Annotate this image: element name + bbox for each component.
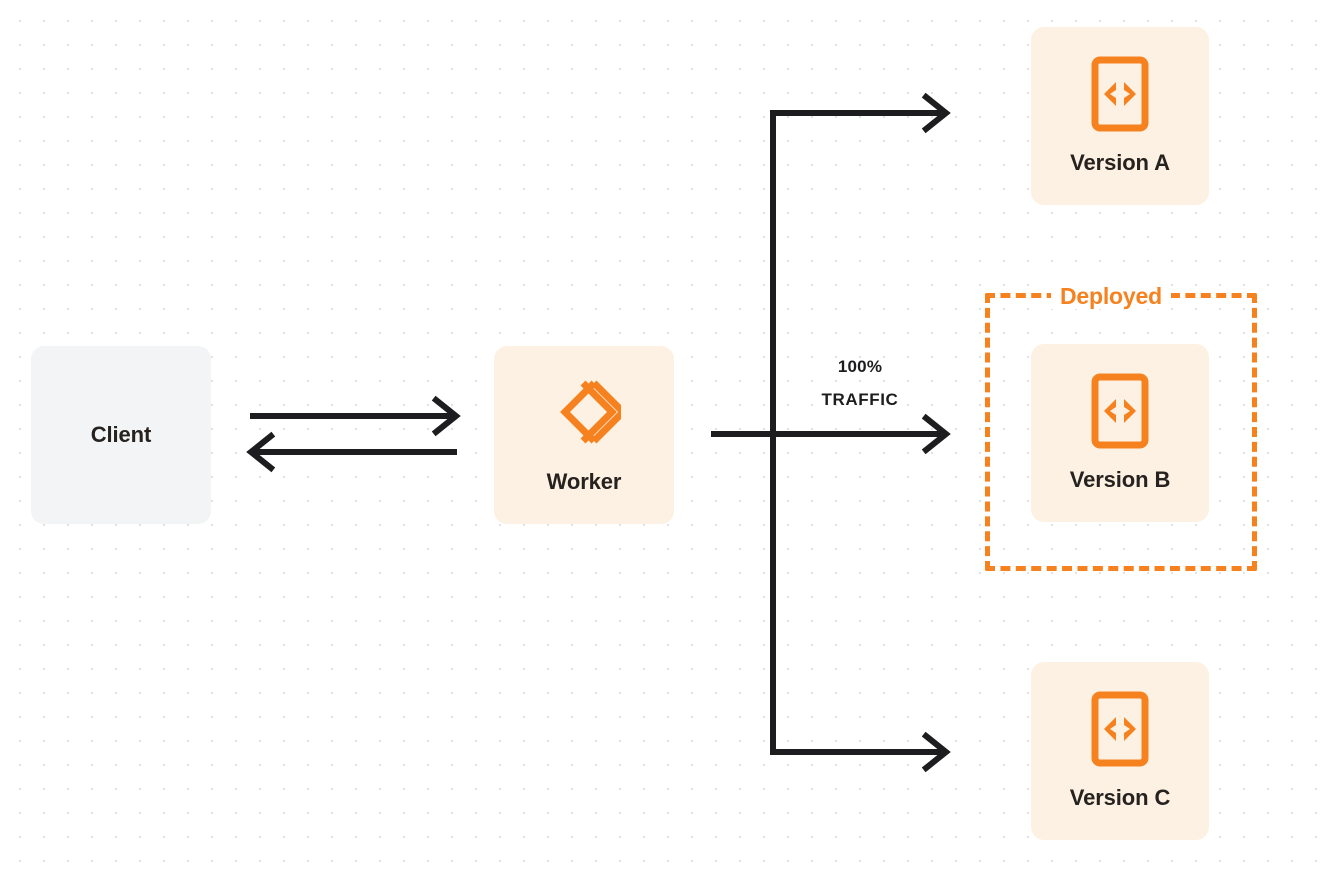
node-version-a[interactable]: Version A: [1031, 27, 1209, 205]
code-brackets-document-icon: [1091, 56, 1149, 132]
deployed-group-label: Deployed: [1051, 283, 1171, 309]
node-worker[interactable]: Worker: [494, 346, 674, 524]
traffic-word-label: TRAFFIC: [821, 390, 899, 409]
cloudflare-workers-logo-icon: [547, 375, 621, 449]
node-worker-label: Worker: [546, 469, 622, 494]
node-version-c[interactable]: Version C: [1031, 662, 1209, 840]
code-brackets-document-icon: [1091, 373, 1149, 449]
node-version-b-label: Version B: [1069, 467, 1171, 492]
node-version-c-label: Version C: [1069, 785, 1171, 810]
node-client-label: Client: [90, 422, 152, 447]
edge-worker-to-version-c: [770, 731, 951, 773]
edge-worker-to-version-a: [770, 92, 951, 134]
traffic-percent-value: 100%: [837, 357, 883, 376]
edge-client-to-worker-request: [250, 395, 461, 437]
node-version-b[interactable]: Version B: [1031, 344, 1209, 522]
node-version-a-label: Version A: [1070, 150, 1170, 175]
edge-worker-to-client-response: [246, 431, 457, 473]
node-client[interactable]: Client: [31, 346, 211, 524]
traffic-percentage-label: 100% TRAFFIC: [791, 350, 929, 416]
edge-worker-to-version-b: [711, 413, 951, 455]
code-brackets-document-icon: [1091, 691, 1149, 767]
